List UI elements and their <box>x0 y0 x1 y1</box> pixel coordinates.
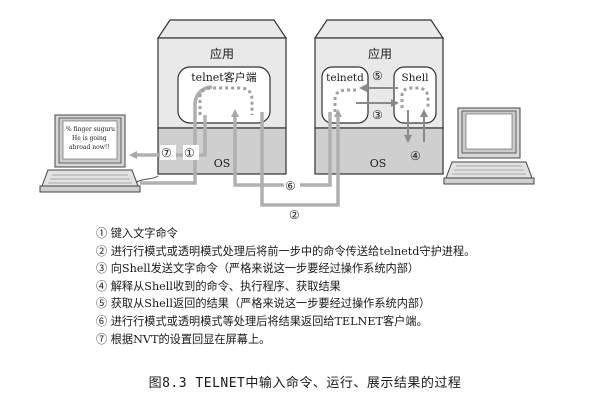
step-marker-2: ② <box>289 208 300 222</box>
step-markers: ① ⑦ ② ⑥ ⑤ ③ ④ <box>160 69 421 222</box>
right-app-label: 应用 <box>368 46 392 61</box>
step-marker-1: ① <box>184 146 195 160</box>
right-host: 应用 telnetd Shell OS <box>313 19 445 175</box>
legend-list: ① 键入文字命令 ② 进行行模式或透明模式处理后将前一步中的命令传送给telne… <box>96 225 475 348</box>
step-marker-5: ⑤ <box>372 69 383 83</box>
step-marker-4: ④ <box>410 149 421 163</box>
telnet-client-label: telnet客户端 <box>191 70 256 84</box>
step-marker-7: ⑦ <box>161 146 172 160</box>
step-marker-3: ③ <box>372 108 383 122</box>
screen-line-2: He is going <box>72 135 107 142</box>
legend-item: ① 键入文字命令 <box>96 227 178 240</box>
legend-item: ④ 解释从Shell收到的命令、执行程序、获取结果 <box>96 279 341 293</box>
left-os-label: OS <box>214 157 231 170</box>
right-os-label: OS <box>370 157 387 170</box>
telnet-diagram: 应用 telnet客户端 OS 应用 telnetd Shell OS % fi… <box>39 19 535 222</box>
legend-item: ⑥ 进行行模式或透明模式等处理后将结果返回给TELNET客户端。 <box>96 314 428 328</box>
right-computer <box>443 107 535 185</box>
screen-line-3: abroad now!! <box>69 144 110 151</box>
legend-item: ③ 向Shell发送文字命令（严格来说这一步要经过操作系统内部） <box>96 262 420 276</box>
step-marker-6: ⑥ <box>285 179 296 193</box>
shell-label: Shell <box>402 72 430 84</box>
flow-paths <box>129 84 430 207</box>
screen-line-1: % finger suguru <box>66 126 115 133</box>
shell-dotted-loop <box>400 86 430 108</box>
figure-caption: 图8.3 TELNET中输入命令、运行、展示结果的过程 <box>148 376 462 391</box>
legend-item: ② 进行行模式或透明模式处理后将前一步中的命令传送给telnetd守护进程。 <box>96 244 476 258</box>
legend-item: ⑤ 获取从Shell返回的结果（严格来说这一步要经过操作系统内部） <box>96 297 431 311</box>
telnetd-label: telnetd <box>326 72 364 84</box>
flow-7-path <box>129 115 207 159</box>
legend-item: ⑦ 根据NVT的设置回显在屏幕上。 <box>96 332 271 346</box>
client-dotted-loop <box>198 86 254 115</box>
flow-6-path <box>231 109 332 187</box>
left-screen <box>62 120 118 160</box>
left-computer: % finger suguru He is going abroad now!! <box>39 114 159 193</box>
telnetd-dotted-loop <box>333 88 358 112</box>
flow-2-path <box>260 109 342 207</box>
left-app-label: 应用 <box>210 46 234 61</box>
left-host: 应用 telnet客户端 OS <box>156 19 288 175</box>
